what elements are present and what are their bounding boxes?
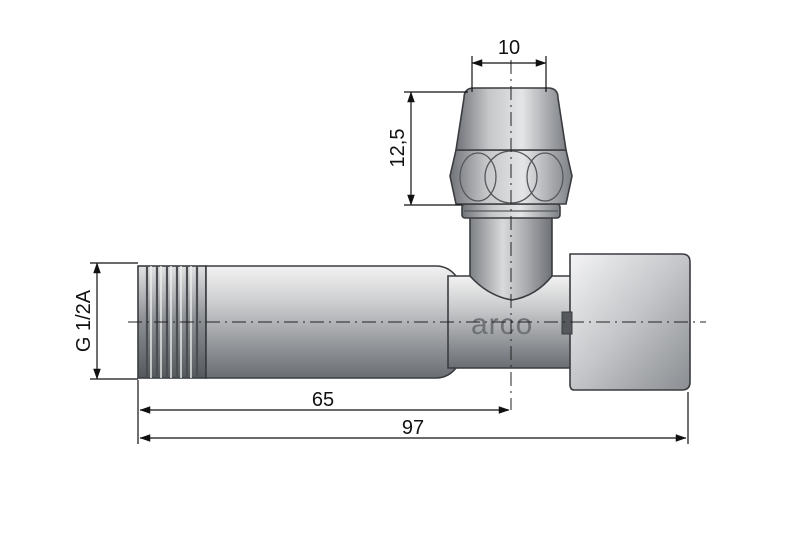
handle-stem: [561, 311, 573, 335]
center-lines: [128, 60, 706, 410]
brand-label: arco: [471, 308, 533, 341]
dimension-inlet-length: 65: [137, 380, 510, 444]
total-length-value: 97: [402, 417, 424, 439]
thread-value: G 1/2A: [73, 289, 95, 352]
valve-illustration: arco: [137, 87, 691, 391]
dimension-top-width: 10: [471, 37, 547, 92]
dimension-total-length: 97: [139, 392, 689, 444]
dimension-cap-height: 12,5: [387, 91, 468, 206]
cap-height-value: 12,5: [387, 129, 409, 168]
top-width-value: 10: [498, 37, 520, 59]
inlet-length-value: 65: [312, 389, 334, 411]
valve-neck: [469, 213, 553, 301]
dimension-thread: G 1/2A: [73, 262, 138, 380]
